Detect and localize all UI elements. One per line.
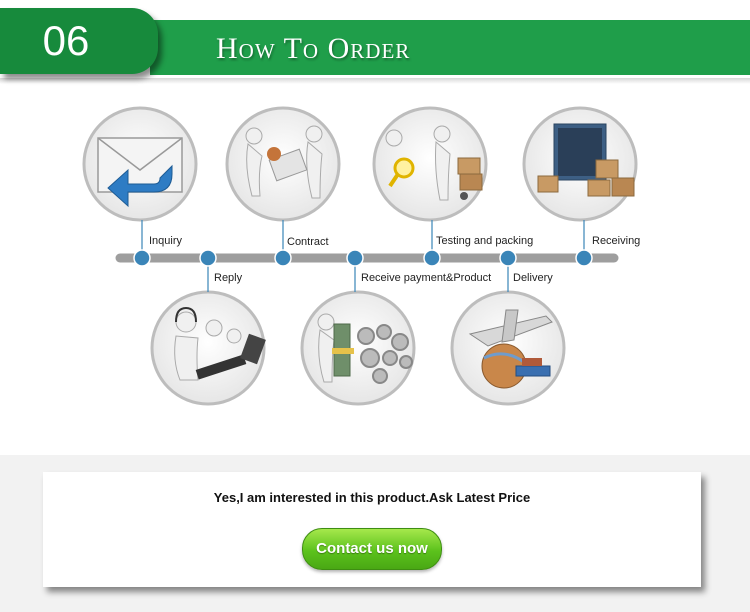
dot-delivery xyxy=(499,249,517,267)
handshake-contract-icon xyxy=(245,125,323,199)
step-label-contract: Contract xyxy=(287,236,329,248)
section-number: 06 xyxy=(42,17,90,64)
dot-inquiry xyxy=(133,249,151,267)
step-payment-illustration xyxy=(300,290,416,406)
section-title: How To Order xyxy=(216,32,411,65)
step-label-delivery: Delivery xyxy=(513,272,553,284)
step-label-testing: Testing and packing xyxy=(436,235,534,247)
plane-globe-icon xyxy=(468,309,553,389)
step-inquiry-illustration xyxy=(82,106,198,222)
header-shadow xyxy=(0,78,750,84)
dot-payment xyxy=(346,249,364,267)
envelope-icon xyxy=(97,137,183,208)
inquiry-card: Yes,I am interested in this product.Ask … xyxy=(43,472,701,587)
step-label-payment: Receive payment&Product xyxy=(361,272,492,284)
magnifier-boxes-icon xyxy=(385,125,483,201)
container-boxes-icon xyxy=(537,123,635,197)
money-gears-icon xyxy=(317,313,413,384)
step-label-reply: Reply xyxy=(214,272,243,284)
dot-reply xyxy=(199,249,217,267)
process-timeline-svg xyxy=(82,106,638,406)
timeline-dots xyxy=(133,249,593,267)
step-contract-illustration xyxy=(225,106,341,222)
step-label-receiving: Receiving xyxy=(592,235,641,247)
section-number-badge xyxy=(0,8,158,74)
headset-operators-icon xyxy=(174,306,266,381)
inquiry-text: Yes,I am interested in this product.Ask … xyxy=(213,490,531,505)
dot-receiving xyxy=(575,249,593,267)
header-bar xyxy=(150,20,750,75)
order-process-diagram: Inquiry Reply Contract Receive payment&P… xyxy=(68,96,660,412)
step-delivery-illustration xyxy=(450,290,566,406)
dot-testing xyxy=(423,249,441,267)
contact-us-button[interactable]: Contact us now xyxy=(302,528,442,570)
dot-contract xyxy=(274,249,292,267)
step-receiving-illustration xyxy=(522,106,638,222)
step-testing-illustration xyxy=(372,106,488,222)
step-label-inquiry: Inquiry xyxy=(149,235,183,247)
section-header: 06 How To Order xyxy=(0,0,750,90)
step-reply-illustration xyxy=(150,290,266,406)
